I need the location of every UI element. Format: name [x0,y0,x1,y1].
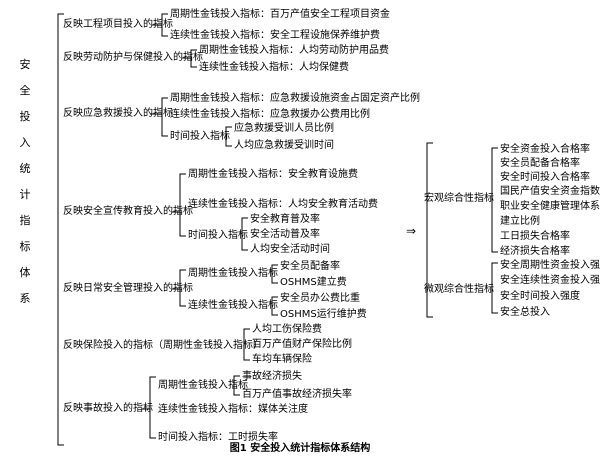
g5-periodic-item: OSHMS建立费 [280,277,347,288]
macro-item: 工日损失合格率 [500,231,570,242]
micro-item: 安全总投入 [500,307,550,318]
g1-item: 连续性金钱投入指标：安全工程设施保养维护费 [170,30,380,41]
g7-label: 反映事故投入的指标 [63,403,153,414]
root-title-char: 全 [19,84,31,97]
g7-continuous-item: 连续性金钱投入指标：媒体关注度 [158,404,308,415]
root-title-char: 标 [19,240,31,253]
macro-label: 宏观综合性指标 [424,193,494,204]
root-bracket [57,13,64,446]
micro-label: 微观综合性指标 [424,284,494,295]
g2-item: 周期性金钱投入指标：人均劳动防护用品费 [199,45,389,56]
g3-time-item: 人均应急救援受训时间 [234,140,334,151]
g3-label: 反映应急救援投入的指标 [63,108,173,119]
g4-label: 反映安全宣传教育投入的指标 [63,206,193,217]
root-title-char: 统 [19,162,31,175]
root-title-char: 指 [19,214,31,227]
g7-periodic-label: 周期性金钱投入指标 [158,380,248,391]
macro-item: 建立比例 [500,216,540,227]
g6-item: 车均车辆保险 [252,354,312,365]
implies-arrow: ⇒ [406,224,417,238]
g5-continuous-bracket [271,296,278,316]
macro-item: 国民产值安全资金指数 [500,186,600,197]
macro-item: 职业安全健康管理体系 [500,201,600,212]
g2-item: 连续性金钱投入指标：人均保健费 [199,62,349,73]
g5-label: 反映日常安全管理投入的指标 [63,283,193,294]
g7-time-item: 时间投入指标：工时损失率 [158,432,278,443]
macro-item: 安全员配备合格率 [500,158,580,169]
g7-bracket [149,376,156,439]
root-title-char: 体 [19,266,31,279]
macro-item: 安全资金投入合格率 [500,144,590,155]
g4-time-label: 时间投入指标 [188,230,248,241]
g6-item: 百万产值财产保险比例 [252,339,352,350]
g4-time-item: 安全活动普及率 [250,229,320,240]
macro-item: 安全时间投入合格率 [500,172,590,183]
g5-continuous-item: 安全员办公费比重 [280,293,360,304]
root-title-char: 计 [19,188,31,201]
g3-bracket [161,97,168,137]
figure-caption: 图1 安全投入统计指标体系结构 [229,443,371,454]
micro-item: 安全时间投入强度 [500,291,580,302]
g6-label: 反映保险投入的指标（周期性金钱投入指标） [63,340,263,351]
micro-bracket [491,262,498,314]
g3-time-bracket [225,126,232,147]
g4-time-item: 安全教育普及率 [250,214,320,225]
root-title-char: 投 [19,110,31,123]
g5-periodic-bracket [271,264,278,284]
root-title-char: 入 [19,136,31,149]
g4-time-item: 人均安全活动时间 [250,244,330,255]
g5-continuous-item: OSHMS运行维护费 [280,309,367,320]
g2-label: 反映劳动防护与保健投入的指标 [63,52,203,63]
g4-bracket [179,173,186,237]
g4-item: 周期性金钱投入指标：安全教育设施费 [188,169,358,180]
g3-item: 周期性金钱投入指标：应急救援设施资金占固定资产比例 [170,93,420,104]
micro-item: 安全连续性资金投入强度 [500,275,600,286]
macro-bracket [491,147,498,253]
g7-periodic-bracket [233,375,240,396]
g3-item: 连续性金钱投入指标：应急救援办公费用比例 [170,109,370,120]
g1-label: 反映工程项目投入的指标 [63,19,173,30]
g4-item: 连续性金钱投入指标：人均安全教育活动费 [188,199,378,210]
g5-periodic-label: 周期性金钱投入指标 [188,268,278,279]
g1-item: 周期性金钱投入指标：百万产值安全工程项目资金 [170,9,390,20]
root-title-char: 系 [19,292,31,305]
root-title-char: 安 [19,58,31,71]
g7-periodic-item: 事故经济损失 [242,371,302,382]
macro-item: 经济损失合格率 [500,246,570,257]
g5-bracket [179,269,186,307]
g4-time-bracket [241,217,248,251]
g3-time-label: 时间投入指标 [170,131,230,142]
g3-time-item: 应急救援受训人员比例 [234,123,334,134]
right-main-bracket [426,142,433,318]
g5-periodic-item: 安全员配备率 [280,261,340,272]
g6-item: 人均工伤保险费 [252,324,322,335]
g5-continuous-label: 连续性金钱投入指标 [188,300,278,311]
micro-item: 安全周期性资金投入强度 [500,260,600,271]
g7-periodic-item: 百万产值事故经济损失率 [242,389,352,400]
g6-bracket [243,328,250,361]
